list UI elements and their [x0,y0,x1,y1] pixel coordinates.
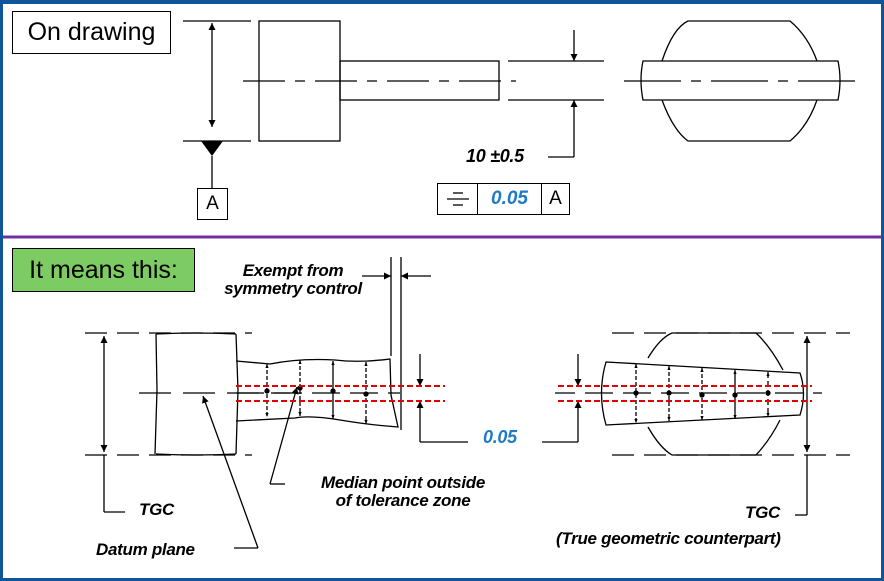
fcf-symbol-cell [438,184,478,214]
it-means-this-label: It means this: [12,248,195,292]
tolerance-zone [236,385,812,402]
leader-lines [202,386,299,549]
tolerance-zone-value: 0.05 [483,427,517,447]
tgc-datum-right [612,332,850,516]
on-drawing-label: On drawing [12,11,171,54]
median-note-line2: of tolerance zone [335,490,471,510]
tolerance-zone-dimension [416,354,582,443]
median-note-line1: Median point outside [321,473,485,492]
datum-plane-label: Datum plane [96,540,195,559]
size-dimension: 10 ±0.5 [466,146,524,166]
part-end-view [624,20,856,142]
fcf-datum-reference: A [549,188,562,209]
exempt-note: Exempt from symmetry control [218,262,368,298]
datum-dimension [183,20,251,188]
symmetry-icon [446,192,469,206]
feature-control-frame: 0.05 A [437,183,570,215]
fcf-tolerance: 0.05 [478,184,542,214]
exempt-note-line2: symmetry control [224,278,362,298]
exempt-note-line1: Exempt from [242,261,344,280]
datum-triangle-icon [201,141,223,156]
datum-feature-symbol: A [197,188,228,220]
part-side-view [243,20,604,158]
actual-feature-left [235,358,400,428]
tgc-datum-left [85,332,290,513]
actual-feature-right [585,361,822,426]
tgc-left-label: TGC [139,500,174,519]
median-point-note: Median point outside of tolerance zone [292,474,514,510]
tgc-right-description: (True geometric counterpart) [556,529,781,548]
tgc-right-label: TGC [745,503,780,522]
